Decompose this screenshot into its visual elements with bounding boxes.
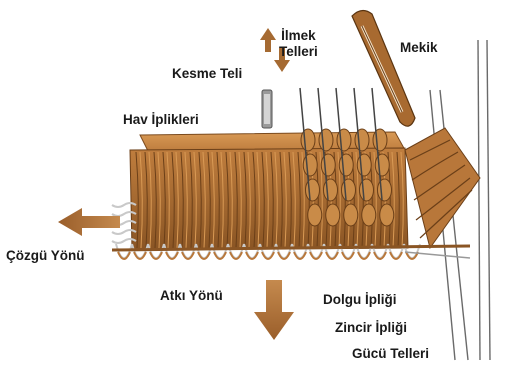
woven-edge: [405, 128, 480, 248]
pile-loop: [303, 154, 317, 176]
pile-loop: [357, 154, 371, 176]
loop-wires-label: İlmek Telleri: [279, 28, 318, 60]
loop-wires-label-line2: Telleri: [279, 44, 318, 60]
pile-loop: [355, 129, 369, 151]
pile-loop: [339, 154, 353, 176]
pile-loop: [326, 204, 340, 226]
weft-direction-label: Atkı Yönü: [160, 288, 223, 304]
pile-loop: [337, 129, 351, 151]
weft-direction-arrow: [254, 280, 294, 340]
pile-loop: [380, 204, 394, 226]
pile-block: [130, 129, 408, 250]
pile-loop: [301, 129, 315, 151]
pile-loop: [324, 179, 338, 201]
pile-loop: [375, 154, 389, 176]
shuttle: [352, 10, 415, 126]
pile-loop: [342, 179, 356, 201]
pile-loop: [344, 204, 358, 226]
pile-loop: [378, 179, 392, 201]
pile-loop: [308, 204, 322, 226]
pile-loop: [360, 179, 374, 201]
pile-loop: [321, 154, 335, 176]
loop-wires-label-line1: İlmek: [279, 28, 318, 44]
filling-thread-label: Dolgu İpliği: [323, 292, 397, 308]
chain-thread-label: Zincir İpliği: [335, 320, 407, 336]
pile-threads-label: Hav İplikleri: [123, 112, 199, 128]
warp-direction-label: Çözgü Yönü: [6, 248, 85, 264]
pile-loop: [373, 129, 387, 151]
pile-loop: [306, 179, 320, 201]
cutting-wire: [262, 90, 272, 128]
cutting-wire-label: Kesme Teli: [172, 66, 242, 82]
shuttle-label: Mekik: [400, 40, 438, 56]
pile-loop: [362, 204, 376, 226]
warp-direction-arrow: [58, 208, 120, 236]
heddle-wires-label: Gücü Telleri: [352, 346, 429, 362]
pile-loop: [319, 129, 333, 151]
